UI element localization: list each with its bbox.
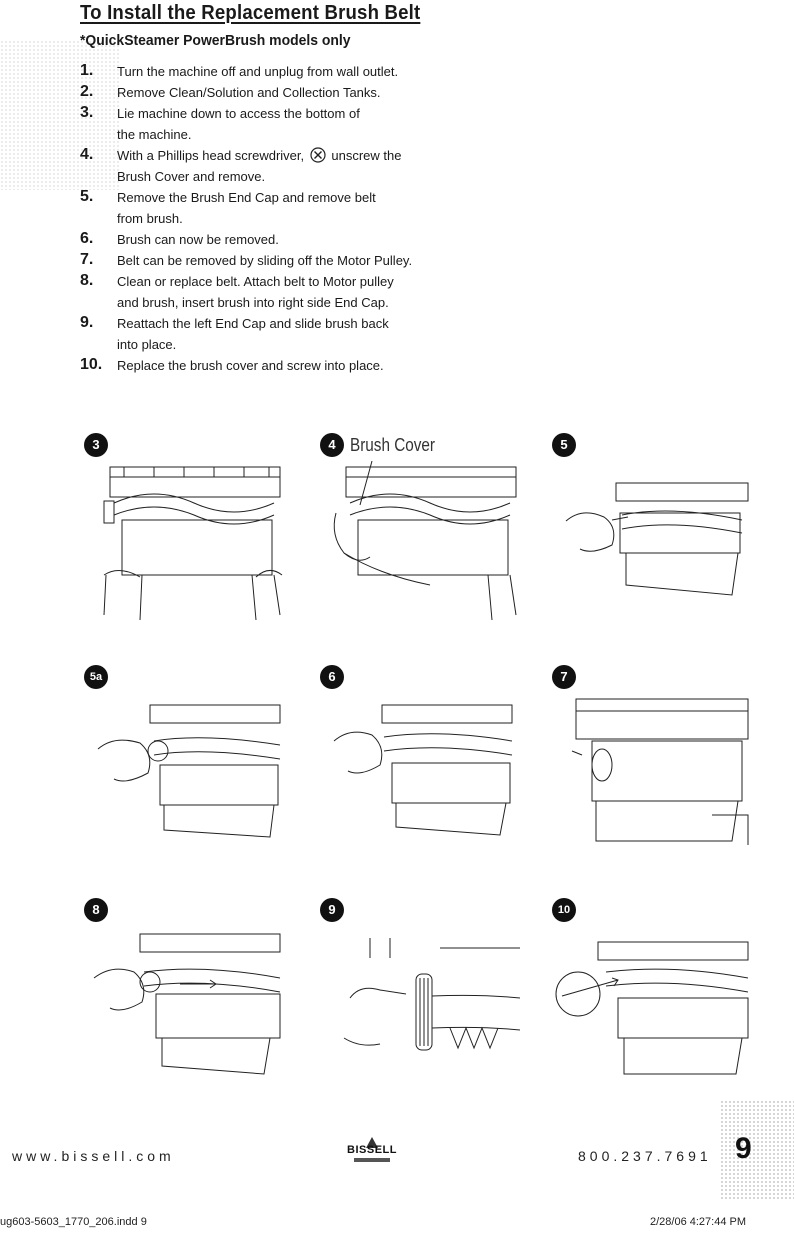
step-1: 1. Turn the machine off and unplug from …	[80, 61, 480, 82]
brush-cover-removal-illustration	[333, 460, 517, 621]
instruction-steps: 1. Turn the machine off and unplug from …	[80, 61, 480, 376]
page-subtitle: *QuickSteamer PowerBrush models only	[80, 32, 351, 49]
footer-website: www.bissell.com	[12, 1148, 175, 1164]
figure-badge: 5	[552, 433, 576, 457]
step-number: 7.	[80, 251, 94, 268]
step-text: Remove Clean/Solution and Collection Tan…	[117, 85, 381, 100]
step-4: 4. With a Phillips head screwdriver, uns…	[80, 145, 480, 187]
step-number: 2.	[80, 83, 94, 100]
figure-step-5a: 5a	[84, 665, 284, 865]
figure-badge: 10	[552, 898, 576, 922]
step-number: 4.	[80, 146, 94, 163]
figure-badge: 8	[84, 898, 108, 922]
logo-triangle-icon	[366, 1137, 378, 1148]
page-title: To Install the Replacement Brush Belt	[80, 2, 421, 24]
step-text: Remove the Brush End Cap and remove belt	[117, 190, 376, 205]
step-8: 8. Clean or replace belt. Attach belt to…	[80, 271, 480, 313]
belt-attach-illustration	[93, 933, 281, 1075]
page-number: 9	[735, 1132, 752, 1165]
step-text-continued: the machine.	[117, 127, 192, 142]
end-cap-reattach-illustration	[343, 938, 520, 1051]
step-text: With a Phillips head screwdriver,	[117, 148, 305, 163]
machine-underside-illustration	[103, 466, 283, 621]
step-3: 3. Lie machine down to access the bottom…	[80, 103, 480, 145]
step-text-continued: into place.	[117, 337, 177, 352]
brush-removal-illustration	[333, 704, 513, 836]
step-number: 3.	[80, 104, 94, 121]
brush-cover-replace-illustration	[555, 941, 749, 1075]
figure-step-7: 7	[552, 665, 752, 865]
step-number: 6.	[80, 230, 94, 247]
end-cap-removal-illustration	[565, 482, 749, 596]
step-2: 2. Remove Clean/Solution and Collection …	[80, 82, 480, 103]
bissell-logo: BISSELL	[336, 1136, 408, 1164]
figure-badge: 9	[320, 898, 344, 922]
print-slug-date: 2/28/06 4:27:44 PM	[650, 1216, 747, 1228]
step-number: 1.	[80, 62, 94, 79]
figure-step-4: 4 Brush Cover	[320, 425, 520, 625]
figure-badge: 3	[84, 433, 108, 457]
dot-pattern-bottom-right	[720, 1100, 794, 1200]
step-9: 9. Reattach the left End Cap and slide b…	[80, 313, 480, 355]
step-5: 5. Remove the Brush End Cap and remove b…	[80, 187, 480, 229]
figure-badge: 6	[320, 665, 344, 689]
step-text: Clean or replace belt. Attach belt to Mo…	[117, 274, 394, 289]
step-10: 10. Replace the brush cover and screw in…	[80, 355, 480, 376]
step-text: Lie machine down to access the bottom of	[117, 106, 360, 121]
brush-cover-callout: Brush Cover	[350, 435, 436, 455]
step-7: 7. Belt can be removed by sliding off th…	[80, 250, 480, 271]
step-text-line1: With a Phillips head screwdriver, unscre…	[117, 145, 417, 166]
step-6: 6. Brush can now be removed.	[80, 229, 480, 250]
motor-pulley-illustration	[571, 698, 749, 845]
figure-step-5: 5	[552, 425, 752, 625]
figure-badge: 4	[320, 433, 344, 457]
belt-removal-illustration	[97, 704, 281, 838]
step-text: Turn the machine off and unplug from wal…	[117, 64, 399, 79]
footer-phone-number: 800.237.7691	[578, 1148, 712, 1164]
step-text-continued: and brush, insert brush into right side …	[117, 295, 389, 310]
step-text: Reattach the left End Cap and slide brus…	[117, 316, 389, 331]
step-number: 5.	[80, 188, 94, 205]
step-text-continued: from brush.	[117, 211, 183, 226]
step-text: Brush can now be removed.	[117, 232, 279, 247]
figure-step-3: 3	[84, 425, 284, 625]
figure-step-10: 10	[552, 898, 752, 1098]
step-text: Belt can be removed by sliding off the M…	[117, 253, 413, 268]
step-number: 8.	[80, 272, 94, 289]
figure-badge: 7	[552, 665, 576, 689]
step-number: 9.	[80, 314, 94, 331]
figure-step-6: 6	[320, 665, 520, 865]
logo-underline-icon	[354, 1158, 390, 1162]
figure-badge: 5a	[84, 665, 108, 689]
figure-step-9: 9	[320, 898, 520, 1098]
print-slug-filename: ug603-5603_1770_206.indd 9	[0, 1216, 147, 1228]
step-text: Replace the brush cover and screw into p…	[117, 358, 384, 373]
step-text-continued: Brush Cover and remove.	[117, 169, 266, 184]
phillips-screw-icon	[310, 147, 326, 163]
step-number: 10.	[80, 356, 103, 373]
figure-step-8: 8	[84, 898, 284, 1098]
step-text-b: unscrew the	[331, 148, 402, 163]
logo-wordmark: BISSELL	[347, 1144, 397, 1156]
